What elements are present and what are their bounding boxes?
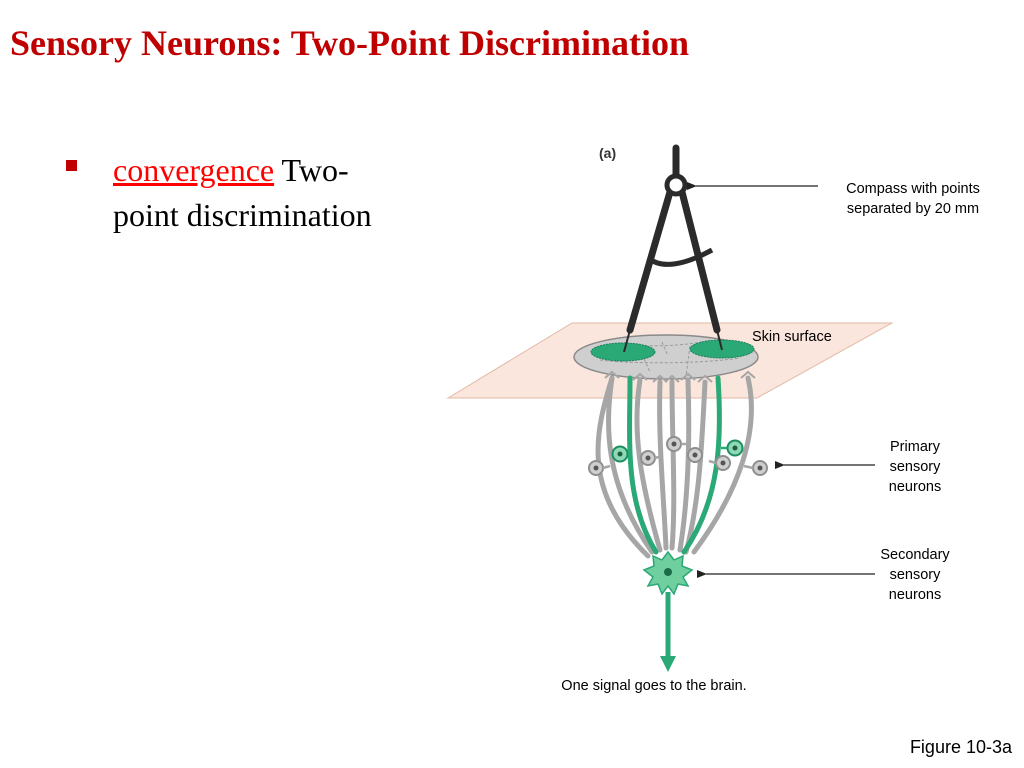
primary-label-line1: Primary xyxy=(890,439,941,455)
secondary-label-line2: sensory xyxy=(890,567,942,583)
secondary-label-line3: neurons xyxy=(889,587,941,603)
primary-neurons-gray xyxy=(595,375,754,559)
convergence-link[interactable]: convergence xyxy=(113,152,275,188)
skin-surface-label: Skin surface xyxy=(752,329,832,345)
panel-label: (a) xyxy=(599,145,616,161)
signal-caption: One signal goes to the brain. xyxy=(561,678,746,694)
receptive-field-left xyxy=(590,342,656,362)
primary-label-line2: sensory xyxy=(890,459,942,475)
bullet-text: convergence Two- point discrimination xyxy=(113,148,372,238)
axon-arrow-icon xyxy=(660,656,676,672)
secondary-neuron xyxy=(642,550,694,672)
secondary-label-line1: Secondary xyxy=(880,547,950,563)
compass-label-line2: separated by 20 mm xyxy=(847,201,979,217)
figure-label: Figure 10-3a xyxy=(909,737,1012,757)
compass-label-line1: Compass with points xyxy=(846,181,980,197)
compass-icon xyxy=(623,144,723,353)
slide-title: Sensory Neurons: Two-Point Discriminatio… xyxy=(10,23,690,63)
bullet-rest-line1: Two- xyxy=(274,152,349,188)
primary-neurons-green xyxy=(627,375,722,555)
bullet-square-icon xyxy=(66,160,77,171)
bullet-rest-line2: point discrimination xyxy=(113,197,372,233)
primary-label-line3: neurons xyxy=(889,479,941,495)
